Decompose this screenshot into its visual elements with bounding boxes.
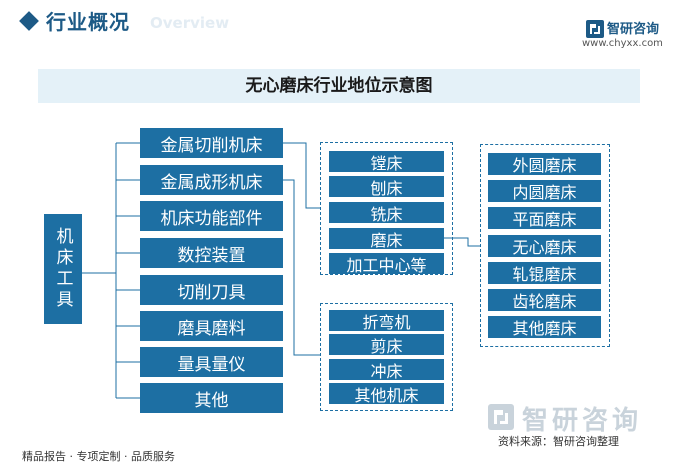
cutting-group-frame	[320, 142, 453, 275]
section-overview-watermark: Overview	[150, 14, 230, 32]
grinder-type-node: 内圆磨床	[488, 180, 601, 202]
watermark-logo-icon	[488, 404, 514, 430]
footer-tagline: 精品报告 · 专项定制 · 品质服务	[22, 450, 175, 463]
grinder-type-node: 无心磨床	[488, 235, 601, 257]
forming-type-node: 其他机床	[329, 383, 444, 405]
root-node: 机床工具	[44, 214, 82, 324]
grinder-type-node: 其他磨床	[488, 316, 601, 338]
cutting-type-node: 加工中心等	[329, 253, 444, 275]
forming-type-node: 剪床	[329, 334, 444, 356]
category-node: 金属切削机床	[140, 128, 283, 158]
category-node: 其他	[140, 383, 283, 413]
forming-type-node: 冲床	[329, 359, 444, 381]
category-node: 机床功能部件	[140, 201, 283, 231]
brand-url: www.chyxx.com	[582, 38, 663, 49]
grinder-type-node: 轧锟磨床	[488, 262, 601, 284]
category-node: 切削刀具	[140, 275, 283, 305]
watermark-brand: 智研咨询	[522, 406, 643, 436]
category-node: 量具量仪	[140, 347, 283, 377]
grinder-group-frame	[480, 144, 610, 347]
category-node: 磨具磨料	[140, 311, 283, 341]
grinder-type-node: 外圆磨床	[488, 153, 601, 175]
cutting-type-node: 刨床	[329, 176, 444, 198]
brand-name: 智研咨询	[607, 22, 660, 37]
cutting-type-node: 镗床	[329, 151, 444, 173]
grinder-type-node: 平面磨床	[488, 207, 601, 229]
forming-group-frame	[320, 303, 453, 411]
forming-type-node: 折弯机	[329, 310, 444, 332]
cutting-type-node: 铣床	[329, 202, 444, 224]
category-node: 金属成形机床	[140, 165, 283, 195]
diagram-title-band: 无心磨床行业地位示意图	[38, 69, 640, 103]
section-title: 行业概况	[46, 10, 130, 34]
cutting-type-node: 磨床	[329, 228, 444, 250]
brand-logo-icon	[586, 20, 604, 38]
category-node: 数控装置	[140, 238, 283, 268]
diagram-title: 无心磨床行业地位示意图	[245, 76, 433, 96]
source-note: 资料来源：智研咨询整理	[498, 435, 619, 448]
grinder-type-node: 齿轮磨床	[488, 289, 601, 311]
